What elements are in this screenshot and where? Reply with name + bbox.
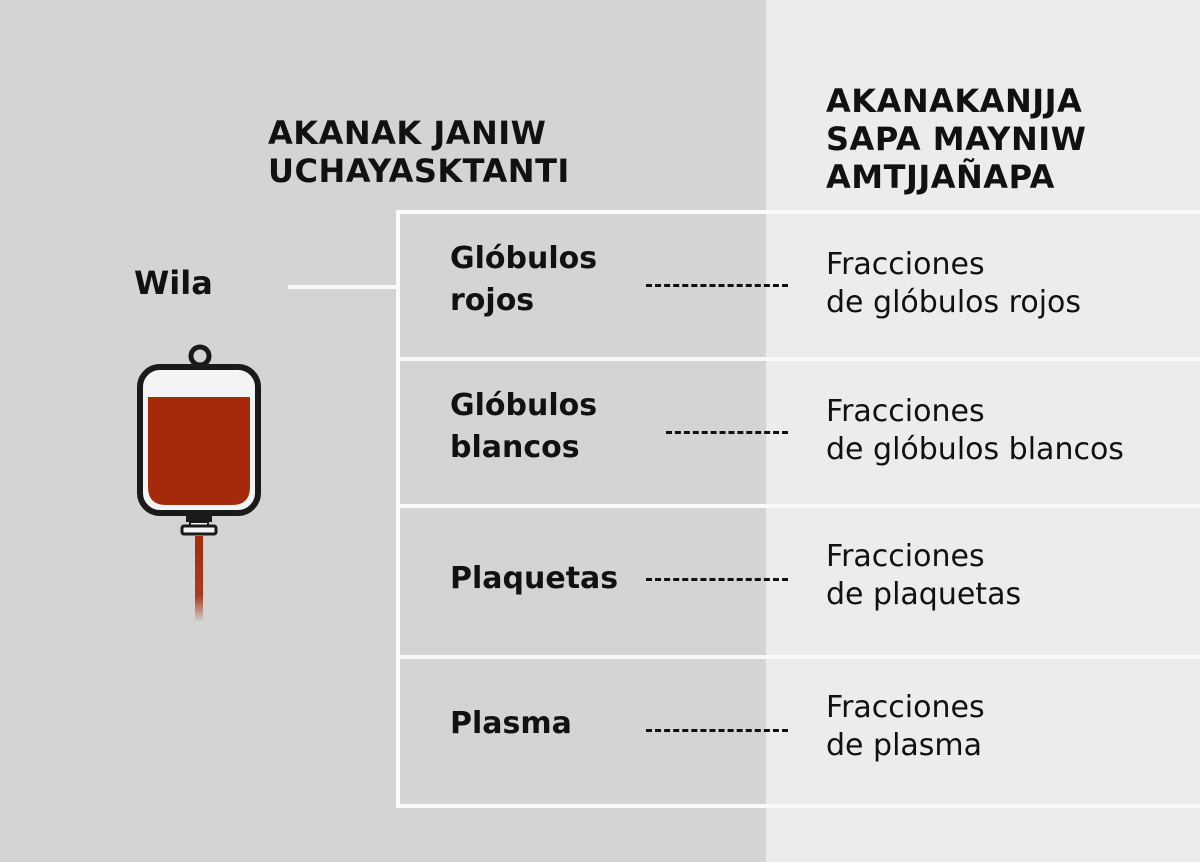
fraction-label: Fracciones de glóbulos blancos <box>826 393 1124 469</box>
blood-bag-icon <box>137 344 261 622</box>
fraction-label-line: Fracciones <box>826 247 985 282</box>
row-platelets: Plaquetas Fracciones de plaquetas <box>400 508 1200 655</box>
component-label-line: Glóbulos <box>450 241 598 276</box>
component-label: Plaquetas <box>450 558 618 600</box>
dashed-connector <box>646 578 788 581</box>
row-divider <box>396 357 1200 361</box>
fraction-label-line: Fracciones <box>826 394 985 429</box>
component-label-line: Plaquetas <box>450 561 619 596</box>
blood-connector-line <box>288 285 396 289</box>
component-label: Plasma <box>450 703 572 745</box>
fraction-label: Fracciones de glóbulos rojos <box>826 246 1081 322</box>
fractions-column-background <box>766 0 1200 862</box>
dashed-connector <box>666 431 788 434</box>
row-plasma: Plasma Fracciones de plasma <box>400 659 1200 804</box>
component-label-line: Plasma <box>450 706 572 741</box>
blood-label: Wila <box>134 264 213 302</box>
fractions-heading: AKANAKANJJA SAPA MAYNIW AMTJJAÑAPA <box>826 82 1086 196</box>
components-heading-line-1: AKANAK JANIW <box>268 114 547 152</box>
fraction-label-line: de glóbulos rojos <box>826 285 1082 320</box>
fraction-label-line: de plasma <box>826 728 983 763</box>
component-label-line: Glóbulos <box>450 388 598 423</box>
row-divider <box>396 504 1200 508</box>
component-label: Glóbulos rojos <box>450 238 597 322</box>
fractions-heading-line-1: AKANAKANJJA <box>826 82 1083 120</box>
component-label-line: rojos <box>450 283 535 318</box>
components-heading: AKANAK JANIW UCHAYASKTANTI <box>268 114 570 190</box>
row-white-blood-cells: Glóbulos blancos Fracciones de glóbulos … <box>400 361 1200 504</box>
fraction-label-line: de glóbulos blancos <box>826 432 1124 467</box>
dashed-connector <box>646 729 788 732</box>
fractions-heading-line-3: AMTJJAÑAPA <box>826 158 1055 196</box>
fraction-label: Fracciones de plasma <box>826 689 985 765</box>
fraction-label: Fracciones de plaquetas <box>826 538 1021 614</box>
component-label: Glóbulos blancos <box>450 385 597 469</box>
components-heading-line-2: UCHAYASKTANTI <box>268 152 570 190</box>
fractions-heading-line-2: SAPA MAYNIW <box>826 120 1087 158</box>
fraction-label-line: Fracciones <box>826 539 985 574</box>
component-label-line: blancos <box>450 430 580 465</box>
components-frame <box>396 210 1200 808</box>
fraction-label-line: de plaquetas <box>826 577 1022 612</box>
row-red-blood-cells: Glóbulos rojos Fracciones de glóbulos ro… <box>400 214 1200 357</box>
fraction-label-line: Fracciones <box>826 690 985 725</box>
dashed-connector <box>646 284 788 287</box>
row-divider <box>396 655 1200 659</box>
